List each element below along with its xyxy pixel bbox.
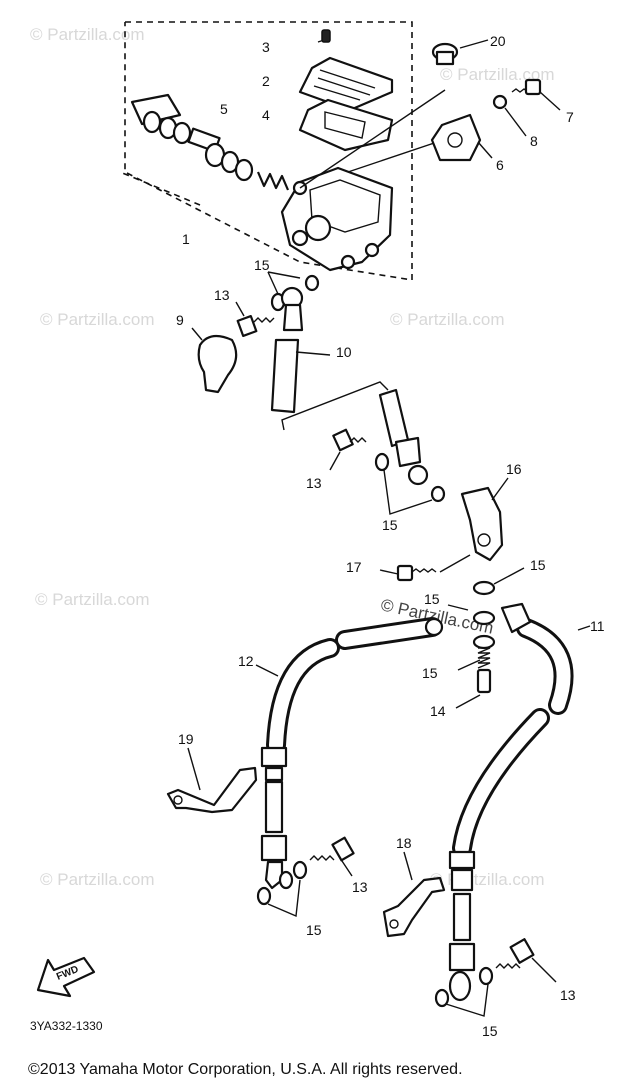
cover-part-9 xyxy=(191,327,238,394)
banjo-bolt-part-14 xyxy=(455,647,492,709)
washers-lower-right-part-15 xyxy=(434,983,489,1017)
label-7: 7 xyxy=(566,109,574,125)
label-19: 19 xyxy=(178,731,194,747)
union-bolt-lower-right-part-13 xyxy=(495,938,557,983)
bolt-part-7 xyxy=(511,78,561,111)
watermarks: © Partzilla.com © Partzilla.com © Partzi… xyxy=(30,25,555,889)
brake-hose-continuation xyxy=(378,388,429,486)
label-14: 14 xyxy=(430,703,446,719)
cap-part-20 xyxy=(431,39,489,66)
label-15-c: 15 xyxy=(530,557,546,573)
master-cylinder-assembly-boundary xyxy=(119,21,413,281)
label-15-e: 15 xyxy=(422,665,438,681)
washers-lower-left-part-15 xyxy=(256,860,308,918)
label-20: 20 xyxy=(490,33,506,49)
label-17: 17 xyxy=(346,559,362,575)
master-cylinder-body-part-1 xyxy=(280,89,459,272)
label-13-a: 13 xyxy=(214,287,230,303)
union-bolt-upper-part-13 xyxy=(235,301,275,338)
label-18: 18 xyxy=(396,835,412,851)
union-bolt-middle-part-13 xyxy=(329,428,367,471)
label-9: 9 xyxy=(176,312,184,328)
label-13-c: 13 xyxy=(352,879,368,895)
forward-direction-arrow: FWD xyxy=(36,956,96,998)
label-15-b: 15 xyxy=(382,517,398,533)
drawing-code: 3YA332-1330 xyxy=(30,1019,103,1033)
brake-hose-right-part-11 xyxy=(448,602,591,1002)
watermark: © Partzilla.com xyxy=(430,870,545,889)
watermark: © Partzilla.com xyxy=(390,310,505,329)
label-15-a: 15 xyxy=(254,257,270,273)
label-10: 10 xyxy=(336,344,352,360)
label-3: 3 xyxy=(262,39,270,55)
brake-hose-left-part-12 xyxy=(255,617,444,890)
watermark: © Partzilla.com xyxy=(440,65,555,84)
label-13-b: 13 xyxy=(306,475,322,491)
bolt-part-17 xyxy=(379,554,471,582)
label-12: 12 xyxy=(238,653,254,669)
label-15-g: 15 xyxy=(482,1023,498,1039)
washers-middle-part-15 xyxy=(374,452,446,515)
piston-kit-part-5 xyxy=(130,93,290,191)
label-4: 4 xyxy=(262,107,270,123)
watermark: © Partzilla.com xyxy=(40,870,155,889)
label-15-f: 15 xyxy=(306,922,322,938)
nut-part-8 xyxy=(492,94,527,137)
label-11: 11 xyxy=(590,618,605,634)
copyright-notice: ©2013 Yamaha Motor Corporation, U.S.A. A… xyxy=(28,1061,463,1078)
label-2: 2 xyxy=(262,73,270,89)
watermark: © Partzilla.com xyxy=(30,25,145,44)
clamp-part-6 xyxy=(430,113,493,162)
label-13-d: 13 xyxy=(560,987,576,1003)
label-1: 1 xyxy=(182,231,190,247)
label-15-d: 15 xyxy=(424,591,440,607)
bracket-part-18 xyxy=(382,851,446,938)
label-16: 16 xyxy=(506,461,522,477)
bracket-part-19 xyxy=(166,747,258,814)
watermark: © Partzilla.com xyxy=(35,590,150,609)
diaphragm-part-4 xyxy=(298,98,394,152)
part-number-labels: 3 2 4 5 1 20 7 8 6 15 13 9 10 13 15 16 1… xyxy=(176,33,605,1039)
watermark: © Partzilla.com xyxy=(40,310,155,329)
label-8: 8 xyxy=(530,133,538,149)
brake-hose-upper-part-10 xyxy=(270,286,389,431)
label-5: 5 xyxy=(220,101,228,117)
label-6: 6 xyxy=(496,157,504,173)
union-bolt-lower-left-part-13 xyxy=(309,836,355,877)
screw-part-3 xyxy=(317,29,331,43)
brake-hose-joint-part-16 xyxy=(460,477,509,562)
reservoir-cap-part-2 xyxy=(298,56,394,112)
